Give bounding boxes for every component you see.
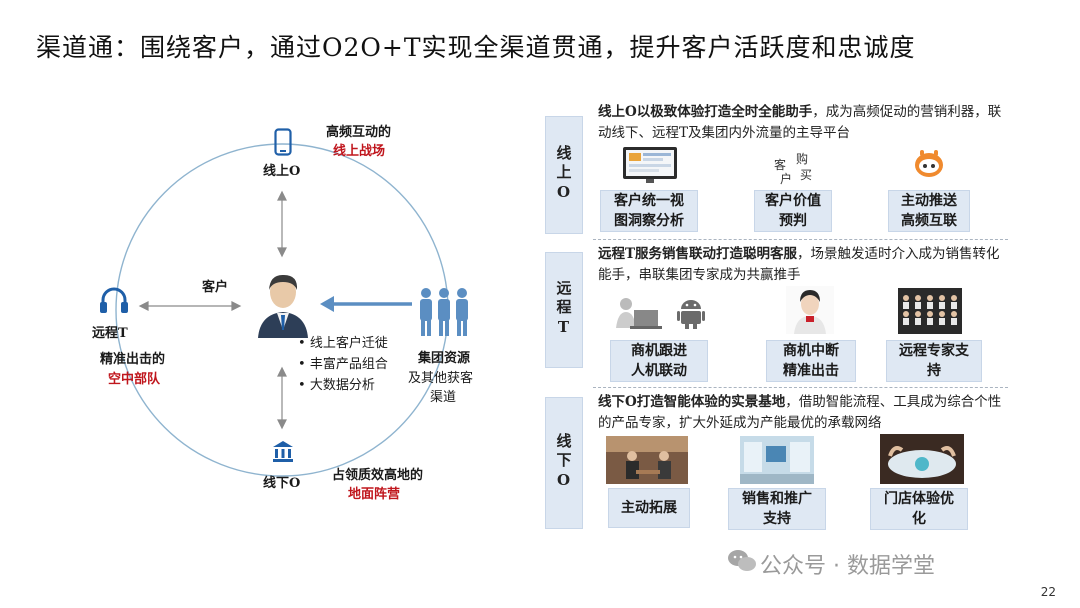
- right-arrow: [320, 296, 412, 312]
- smart-table-photo: [880, 434, 964, 484]
- node-offline-caption: 占领质效高地的: [332, 468, 424, 483]
- row-badge-remote: 远程T: [545, 252, 583, 368]
- laptop-people-image: [616, 298, 662, 329]
- row-desc-remote: 远程T服务销售联动打造聪明客服，场景触发适时介入成为销售转化能手，串联集团专家成…: [598, 246, 1000, 283]
- node-offline-caption-red: 地面阵营: [348, 487, 401, 502]
- item-push-interact: 主动推送高频互联: [888, 190, 970, 232]
- row-divider: [593, 387, 1008, 388]
- item-customer-view: 客户统一视图洞察分析: [600, 190, 698, 232]
- node-group-sub1: 及其他获客: [408, 371, 474, 386]
- buy-text-image: 客 购 户 买: [774, 152, 813, 186]
- row-badge-online: 线上O: [545, 116, 583, 234]
- bullet-item: 大数据分析: [298, 375, 388, 396]
- diagram-lines: [115, 143, 449, 477]
- wechat-icon: [728, 550, 756, 571]
- headset-icon: [100, 287, 128, 313]
- bullet-item: 丰富产品组合: [298, 354, 388, 375]
- row-divider: [593, 239, 1008, 240]
- item-lead-recover: 商机中断精准出击: [766, 340, 856, 382]
- left-arrow: [138, 301, 242, 311]
- call-agent-photo: [786, 286, 834, 334]
- row-badge-offline: 线下O: [545, 397, 583, 529]
- dashboard-screen-image: [623, 147, 677, 183]
- item-value-predict: 客户价值预判: [754, 190, 832, 232]
- node-remote-caption-red: 空中部队: [108, 372, 161, 387]
- channel-diagram: 线上O 高频互动的 线上战场 远程T 精准出击的 空中部队 客户 线上客户迁徙 …: [0, 0, 540, 608]
- group-people-icon: [420, 288, 468, 336]
- robot-icon: [915, 150, 943, 177]
- node-offline-name: 线下O: [263, 476, 301, 491]
- node-group-name: 集团资源: [418, 351, 471, 366]
- store-meeting-photo: [606, 436, 688, 484]
- node-group-sub2: 渠道: [430, 390, 457, 405]
- center-bullets: 线上客户迁徙 丰富产品组合 大数据分析: [298, 333, 388, 396]
- item-remote-expert: 远程专家支持: [886, 340, 982, 382]
- item-lead-followup: 商机跟进人机联动: [610, 340, 708, 382]
- node-remote-caption: 精准出击的: [100, 352, 166, 367]
- phone-icon: [274, 128, 292, 156]
- node-remote-name: 远程T: [92, 326, 128, 341]
- center-label: 客户: [202, 280, 229, 295]
- node-online-caption: 高频互动的: [326, 125, 392, 140]
- expert-team-photo: [898, 288, 962, 334]
- bank-building-icon: [273, 441, 293, 462]
- node-online-name: 线上O: [263, 164, 301, 179]
- page-title: 渠道通：围绕客户，通过O2O+T实现全渠道贯通，提升客户活跃度和忠诚度: [36, 33, 916, 62]
- node-online-caption-red: 线上战场: [333, 144, 386, 159]
- row-desc-online: 线上O以极致体验打造全时全能助手，成为高频促动的营销利器，联动线下、远程T及集团…: [598, 104, 1002, 141]
- item-store-experience: 门店体验优化: [870, 488, 968, 530]
- item-sales-support: 销售和推广支持: [728, 488, 826, 530]
- vertical-arrows: [277, 190, 287, 430]
- customer-person-icon: [258, 274, 308, 338]
- item-active-expand: 主动拓展: [608, 488, 690, 528]
- android-icon: [677, 300, 705, 329]
- page-number: 22: [1040, 585, 1056, 599]
- digital-store-photo: [740, 436, 814, 484]
- row-desc-offline: 线下O打造智能体验的实景基地，借助智能流程、工具成为综合个性的产品专家，扩大外延…: [598, 394, 1002, 431]
- bullet-item: 线上客户迁徙: [298, 333, 388, 354]
- watermark-text: 公众号 · 数据学堂: [760, 554, 935, 579]
